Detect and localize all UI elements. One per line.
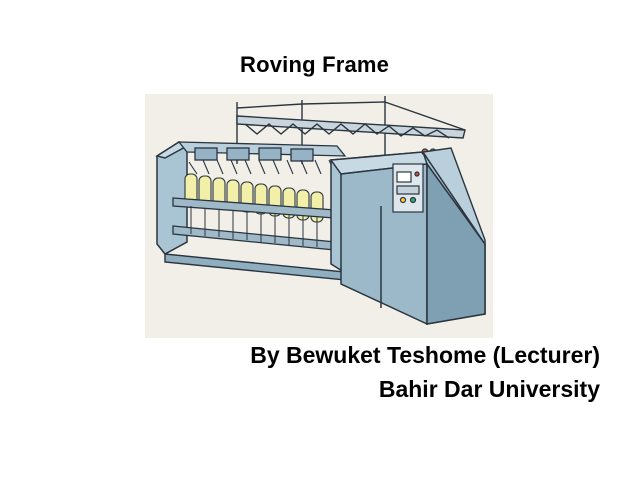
creel-frame	[236, 96, 466, 164]
left-end-housing	[155, 141, 189, 255]
drafting-top	[177, 141, 347, 162]
flyers	[188, 159, 336, 175]
roving-frame-illustration	[145, 94, 493, 338]
slide-title: Roving Frame	[240, 52, 390, 77]
institution-line: Bahir Dar University	[378, 376, 600, 402]
headstock-end	[421, 147, 486, 247]
headstock-cabinet	[329, 151, 486, 326]
control-panel	[392, 148, 437, 213]
byline: By Bewuket Teshome (Lecturer) Bahir Dar …	[250, 338, 600, 406]
author-line: By Bewuket Teshome (Lecturer)	[250, 342, 600, 368]
